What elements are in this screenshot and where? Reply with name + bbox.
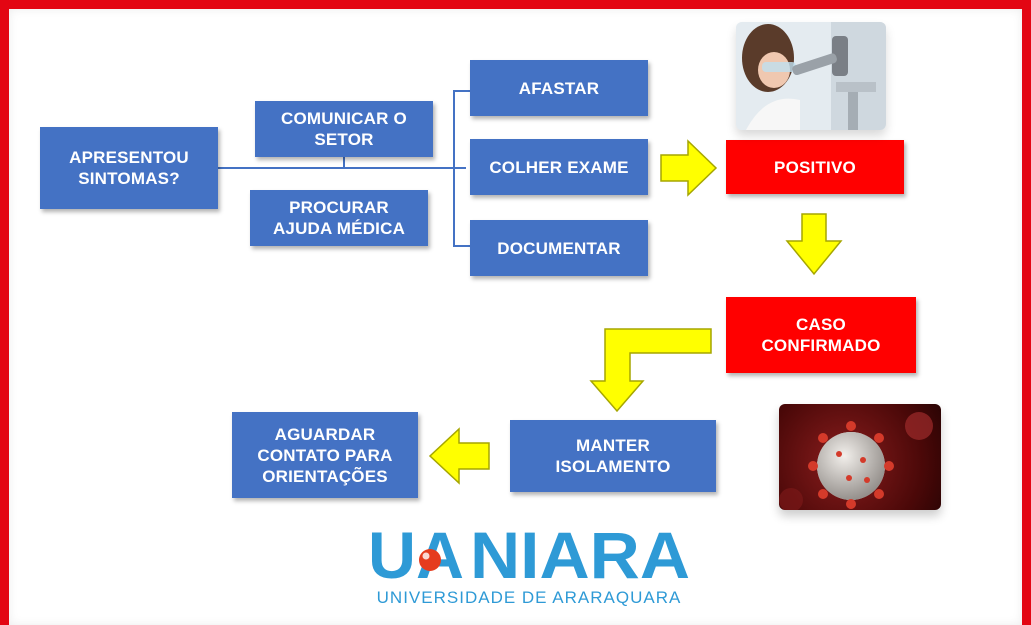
logo-niara-text: NIARA bbox=[470, 520, 690, 582]
node-aguardar-contato: AGUARDAR CONTATO PARA ORIENTAÇÕES bbox=[232, 412, 418, 498]
arrow-left-icon bbox=[428, 427, 490, 485]
logo-subtitle: UNIVERSIDADE DE ARARAQUARA bbox=[376, 588, 682, 607]
node-afastar: AFASTAR bbox=[470, 60, 648, 116]
connector-afastar bbox=[453, 90, 470, 92]
node-comunicar-setor: COMUNICAR O SETOR bbox=[255, 101, 433, 157]
logo-ua-text: UA bbox=[368, 520, 464, 582]
connector-trunk bbox=[218, 167, 466, 169]
connector-bracket bbox=[453, 90, 455, 247]
arrow-right-icon bbox=[660, 139, 718, 197]
arrow-down-icon bbox=[785, 213, 843, 276]
connector-documentar bbox=[453, 245, 470, 247]
scientist-microscope-photo bbox=[736, 22, 886, 130]
node-colher-exame: COLHER EXAME bbox=[470, 139, 648, 195]
uniara-logo: UA NIARA bbox=[368, 520, 690, 582]
logo-ball-icon bbox=[419, 549, 441, 571]
node-positivo: POSITIVO bbox=[726, 140, 904, 194]
node-caso-confirmado: CASO CONFIRMADO bbox=[726, 297, 916, 373]
node-documentar: DOCUMENTAR bbox=[470, 220, 648, 276]
node-manter-isolamento: MANTER ISOLAMENTO bbox=[510, 420, 716, 492]
coronavirus-photo bbox=[779, 404, 941, 510]
connector-comunicar bbox=[343, 157, 345, 168]
virus-illustration-icon bbox=[779, 412, 933, 510]
elbow-arrow-icon bbox=[589, 328, 712, 413]
node-procurar-ajuda-medica: PROCURAR AJUDA MÉDICA bbox=[250, 190, 428, 246]
scientist-illustration-icon bbox=[736, 22, 886, 130]
node-apresentou-sintomas: APRESENTOU SINTOMAS? bbox=[40, 127, 218, 209]
